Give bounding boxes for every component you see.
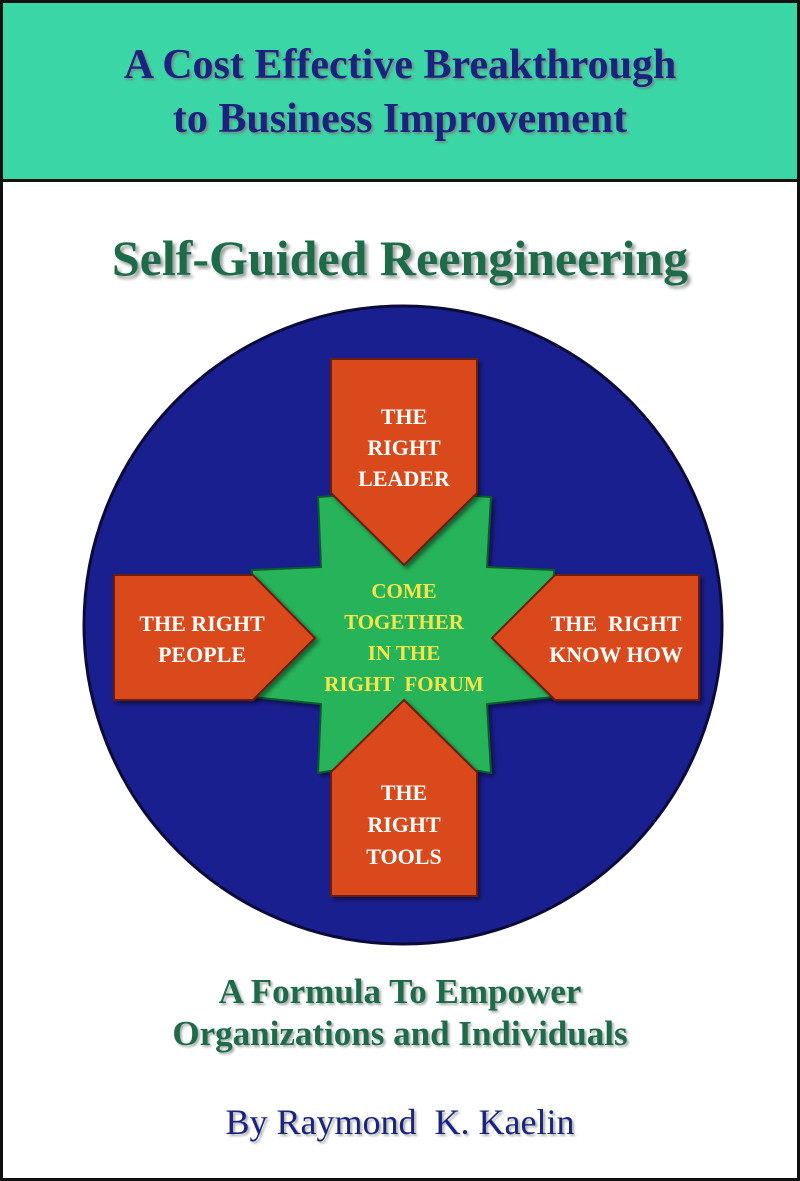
book-title: Self-Guided Reengineering bbox=[111, 230, 689, 286]
center-line-1: COME bbox=[371, 579, 436, 603]
subtitle-line-1: A Formula To Empower bbox=[218, 972, 582, 1011]
banner-line-2: to Business Improvement bbox=[172, 96, 628, 142]
bottom-arrow-line-1: THE bbox=[381, 780, 427, 805]
right-arrow-line-1: THE RIGHT bbox=[551, 611, 682, 636]
center-line-3: IN THE bbox=[368, 641, 441, 665]
banner-line-1: A Cost Effective Breakthrough bbox=[123, 42, 677, 88]
top-arrow-line-1: THE bbox=[381, 404, 427, 429]
center-line-4: RIGHT FORUM bbox=[324, 672, 484, 696]
left-arrow-line-1: THE RIGHT bbox=[139, 611, 265, 636]
reengineering-diagram: THE RIGHT LEADER THE RIGHT PEOPLE THE RI… bbox=[82, 304, 724, 946]
author-byline: By Raymond K. Kaelin bbox=[225, 1102, 575, 1142]
right-arrow-line-2: KNOW HOW bbox=[549, 642, 682, 667]
top-banner: A Cost Effective Breakthrough to Busines… bbox=[3, 3, 797, 182]
subtitle: A Formula To Empower Organizations and I… bbox=[3, 971, 797, 1055]
bottom-arrow bbox=[330, 698, 478, 897]
top-arrow-line-2: RIGHT bbox=[367, 435, 441, 460]
bottom-arrow-line-2: RIGHT bbox=[367, 812, 441, 837]
top-arrow bbox=[330, 358, 478, 567]
left-arrow bbox=[113, 574, 317, 701]
bottom-arrow-line-3: TOOLS bbox=[366, 844, 441, 869]
left-arrow-line-2: PEOPLE bbox=[158, 642, 246, 667]
center-line-2: TOGETHER bbox=[344, 610, 465, 634]
subtitle-line-2: Organizations and Individuals bbox=[172, 1014, 628, 1053]
right-arrow bbox=[490, 574, 700, 701]
top-arrow-line-3: LEADER bbox=[358, 466, 451, 491]
